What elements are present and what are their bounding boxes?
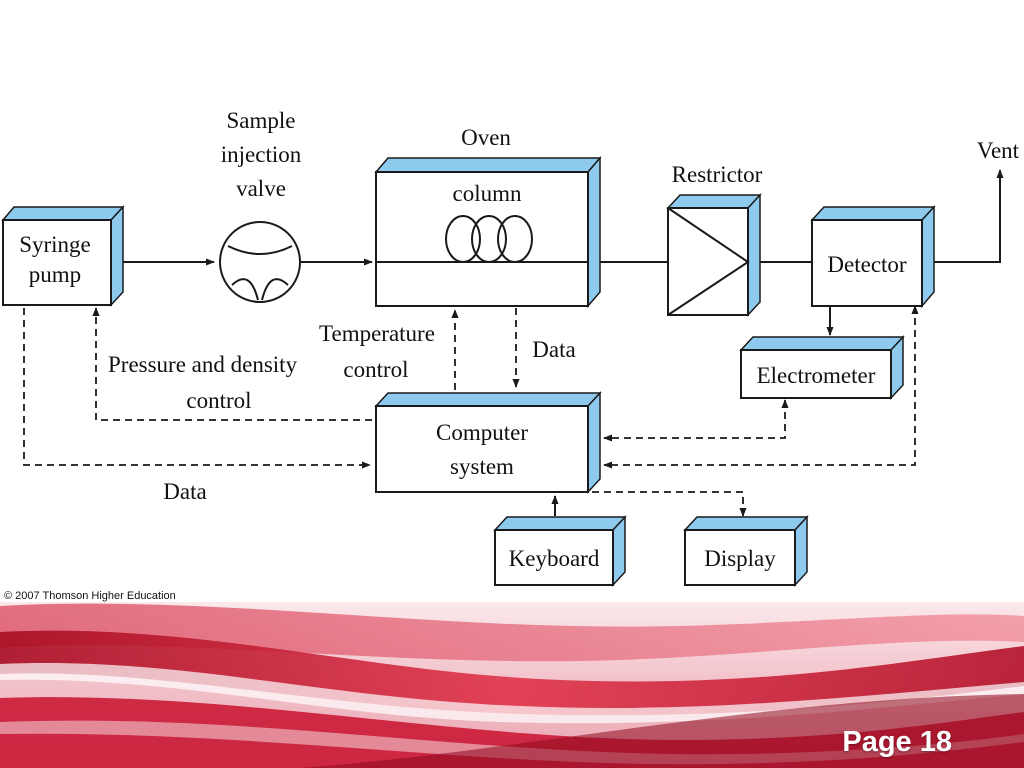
syringe-pump-label-line2: pump xyxy=(29,262,81,287)
injection-valve-label-line1: Sample xyxy=(227,108,296,133)
column-coil-icon xyxy=(445,215,533,263)
detector-label: Detector xyxy=(827,252,907,277)
temperature-control-label-line1: Temperature xyxy=(319,321,435,346)
page-number: Page 18 xyxy=(842,726,952,758)
injection-valve xyxy=(219,221,301,303)
detector-box: Detector xyxy=(810,205,936,309)
temperature-control-label-line2: control xyxy=(343,357,408,382)
detector-to-vent-line xyxy=(934,169,1004,263)
pump-data-label: Data xyxy=(163,479,206,504)
sfc-instrument-diagram: Syringe pump Sample injection valve colu… xyxy=(1,108,1020,587)
injection-valve-label-line2: injection xyxy=(221,142,302,167)
computer-system-box: Computer system xyxy=(374,391,602,494)
restrictor-label: Restrictor xyxy=(672,162,763,187)
control-lines xyxy=(23,305,919,517)
detector-control-line xyxy=(603,305,919,469)
display-box: Display xyxy=(683,515,809,587)
injection-valve-label-line3: valve xyxy=(236,176,286,201)
syringe-pump-box: Syringe pump xyxy=(1,205,125,307)
oven-box: column xyxy=(374,155,602,309)
electrometer-data-line xyxy=(603,399,789,442)
computer-system-label-line2: system xyxy=(450,454,514,479)
display-label: Display xyxy=(704,546,776,571)
pressure-density-control-line xyxy=(92,307,372,421)
restrictor-box xyxy=(666,193,762,317)
pressure-density-label-line1: Pressure and density xyxy=(108,352,298,377)
oven-label: Oven xyxy=(461,125,511,150)
vent-label: Vent xyxy=(977,138,1020,163)
computer-system-label-line1: Computer xyxy=(436,420,528,445)
pressure-density-label-line2: control xyxy=(186,388,251,413)
computer-to-display-line xyxy=(592,491,747,517)
pump-data-line xyxy=(23,308,371,469)
oven-data-label: Data xyxy=(532,337,575,362)
decorative-footer-swoosh xyxy=(0,602,1024,768)
electrometer-box: Electrometer xyxy=(739,335,905,400)
keyboard-label: Keyboard xyxy=(509,546,600,571)
copyright-credit: © 2007 Thomson Higher Education xyxy=(4,590,176,602)
syringe-pump-label-line1: Syringe xyxy=(19,232,91,257)
electrometer-label: Electrometer xyxy=(757,363,876,388)
column-label: column xyxy=(453,181,522,206)
keyboard-box: Keyboard xyxy=(493,515,627,587)
